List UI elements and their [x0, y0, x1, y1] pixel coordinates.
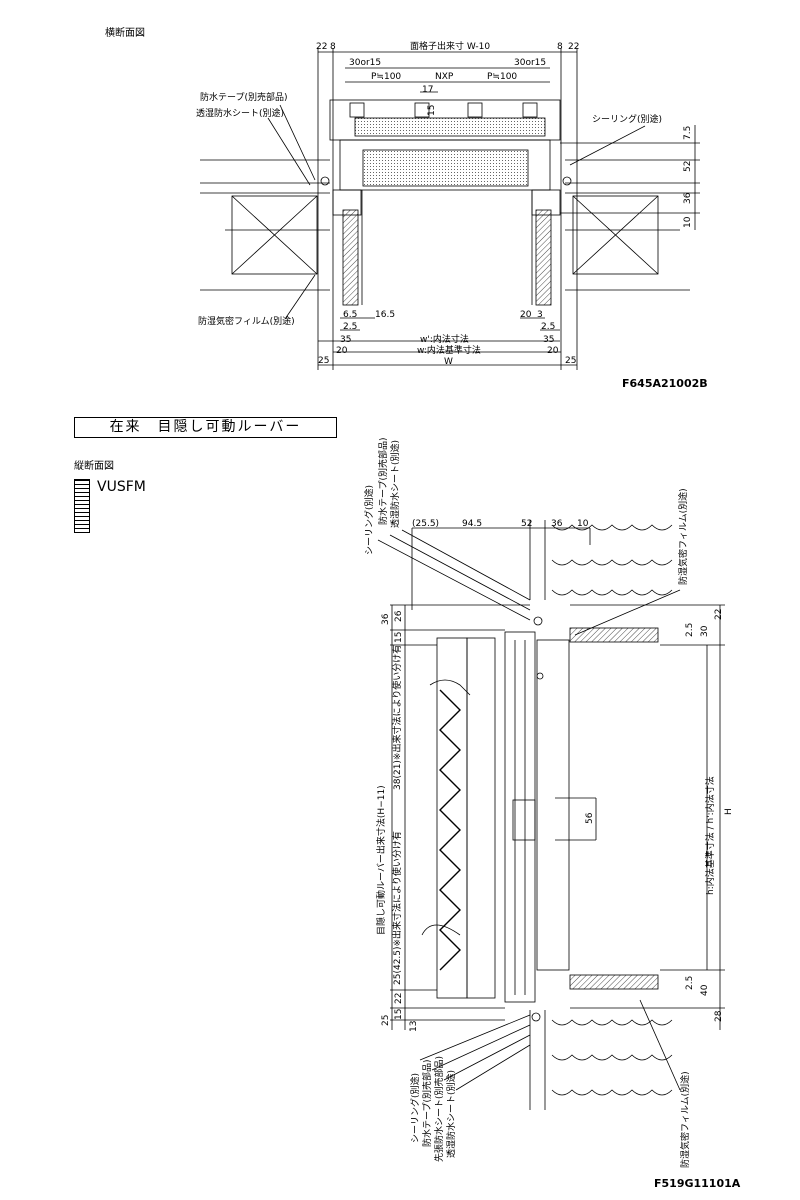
callout-top-sealing: シーリング(別途)	[363, 485, 375, 555]
dim-36-left: 36	[381, 613, 391, 625]
dim-94.5: 94.5	[462, 519, 482, 529]
callout-waterproof-tape: 防水テープ(別売部品)	[200, 91, 287, 103]
dim-25-left-b: 25	[381, 1015, 391, 1026]
horizontal-section-label: 横断面図	[105, 28, 145, 39]
dim-25-left: 25	[318, 356, 329, 366]
dim-inner: w':内法寸法	[420, 333, 469, 345]
dim-h-label: h:内法基準寸法 / h':内法寸法	[704, 776, 716, 895]
dim-22-left: 22	[316, 42, 327, 52]
dim-nxp: NXP	[435, 72, 454, 82]
dim-7.5: 7.5	[683, 126, 693, 140]
horizontal-section-drawing	[200, 48, 700, 370]
vertical-section-dimensions: (25.5) 94.5 52 36 10 36 26 15 22 25 15 1…	[363, 438, 734, 1168]
dim-35-right: 35	[543, 335, 554, 345]
dim-36v: 36	[551, 519, 563, 529]
dim-30-right: 30	[700, 625, 710, 637]
dim-louver-height: 目隠し可動ルーバー出来寸法(H−11)	[375, 785, 387, 935]
dim-20-right: 20	[520, 310, 532, 320]
dim-52v: 52	[521, 519, 532, 529]
callout-vapor-film: 防湿気密フィルム(別途)	[198, 315, 295, 327]
dim-30or15-left: 30or15	[349, 58, 381, 68]
dim-22-left-b: 22	[394, 993, 404, 1004]
horizontal-section-dimensions: 22 8 面格子出来寸 W-10 8 22 30or15 30or15 P≒10…	[196, 40, 693, 367]
dim-40-right: 40	[700, 984, 710, 996]
dim-3: 3	[537, 310, 543, 320]
dim-15-left-b: 15	[394, 1009, 404, 1020]
dim-H: H	[724, 808, 734, 815]
dim-17: 17	[422, 85, 433, 95]
vertical-section-label: 縦断面図	[74, 461, 114, 472]
dim-28-right: 28	[714, 1010, 724, 1022]
product-title: 在来 目隠し可動ルーバー	[74, 417, 337, 438]
dim-10v: 10	[577, 519, 589, 529]
callout-bottom-right-film: 防湿気密フィルム(別途)	[679, 1071, 691, 1168]
note-bottom: 25(42.5)※出来寸法により使い分け有	[391, 831, 403, 985]
dim-2.5-left: 2.5	[343, 322, 357, 332]
note-top: 38(21)※出来寸法により使い分け有	[391, 645, 403, 790]
dim-8-left: 8	[330, 42, 336, 52]
bottom-figure-code: F519G11101A	[654, 1177, 741, 1190]
callout-bottom-sealing: シーリング(別途)	[409, 1073, 421, 1143]
dim-2.5-right-top: 2.5	[685, 623, 695, 637]
callout-breathable-sheet: 透湿防水シート(別途)	[196, 107, 284, 119]
dim-15-left: 15	[394, 632, 404, 643]
dim-10: 10	[683, 216, 693, 228]
dim-20-left: 20	[336, 346, 348, 356]
dim-22-right: 22	[714, 609, 724, 620]
dim-36: 36	[683, 192, 693, 204]
dim-grille-width: 面格子出来寸 W-10	[410, 40, 490, 52]
callout-sealing: シーリング(別途)	[592, 113, 662, 125]
model-code: VUSFM	[97, 479, 146, 495]
dim-56: 56	[585, 812, 595, 824]
top-figure-code: F645A21002B	[622, 377, 708, 390]
dim-15: 15	[427, 105, 437, 116]
dim-2.5-right-bottom: 2.5	[685, 976, 695, 990]
dim-25.5: (25.5)	[412, 519, 439, 529]
callout-top-sheet: 透湿防水シート(別途)	[389, 440, 401, 528]
dim-p100-right: P≒100	[487, 72, 517, 82]
dim-52: 52	[683, 161, 693, 172]
dim-inner-ref: w:内法基準寸法	[417, 344, 481, 356]
dim-20b-right: 20	[547, 346, 559, 356]
vertical-section-drawing	[377, 520, 725, 1110]
callout-bottom-pre-sheet: 先張防水シート(別売部品)	[433, 1056, 445, 1162]
dim-25-right: 25	[565, 356, 576, 366]
callout-top-right-film: 防湿気密フィルム(別途)	[677, 488, 689, 585]
dim-35-left: 35	[340, 335, 351, 345]
callout-bottom-tape: 防水テープ(別売部品)	[421, 1060, 433, 1147]
dim-30or15-right: 30or15	[514, 58, 546, 68]
dim-16.5: 16.5	[375, 310, 395, 320]
dim-2.5-right: 2.5	[541, 322, 555, 332]
dim-26-left: 26	[394, 610, 404, 622]
callout-bottom-sheet: 透湿防水シート(別途)	[445, 1070, 457, 1158]
louver-model-icon	[74, 479, 90, 533]
dim-p100-left: P≒100	[371, 72, 401, 82]
callout-top-tape: 防水テープ(別売部品)	[377, 438, 389, 525]
dim-8-right: 8	[557, 42, 563, 52]
dim-13-left-b: 13	[409, 1021, 419, 1032]
dim-6.5: 6.5	[343, 310, 357, 320]
dim-W: W	[444, 357, 453, 367]
dim-22-right: 22	[568, 42, 579, 52]
